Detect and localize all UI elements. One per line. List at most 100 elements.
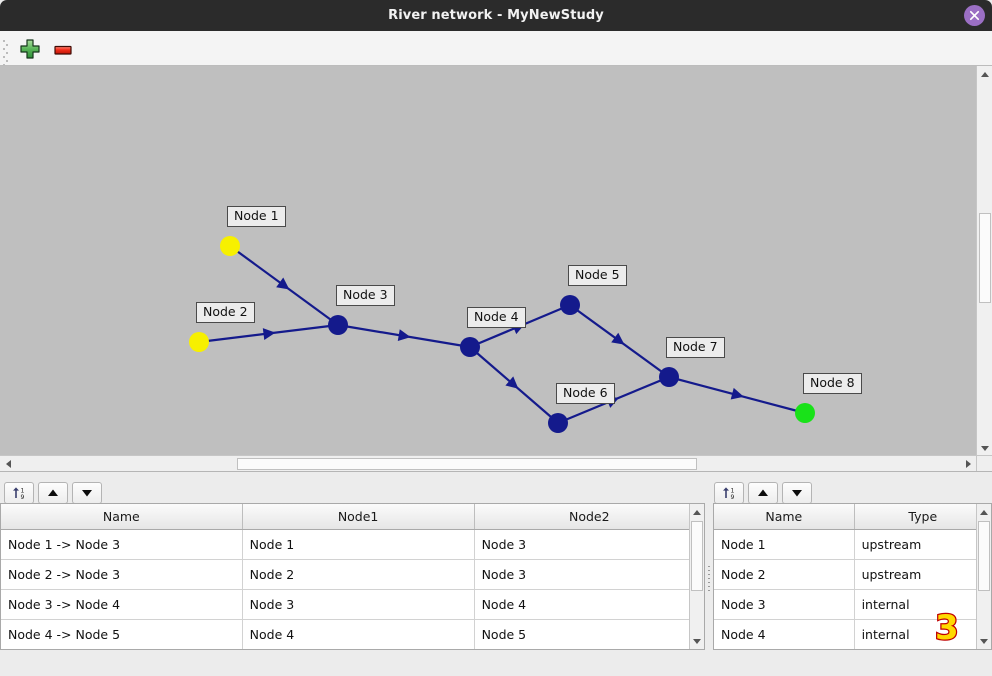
network-graph-canvas[interactable]: Node 1 Node 2 Node 3 Node 4 Node 5 Node 6 Node…: [0, 66, 976, 452]
graph-node[interactable]: [560, 295, 580, 315]
graph-node[interactable]: [220, 236, 240, 256]
splitter-grip: [481, 475, 511, 490]
table-cell[interactable]: Node 3: [474, 559, 704, 590]
column-header-node1[interactable]: Node1: [242, 504, 475, 530]
add-node-icon[interactable]: [17, 36, 43, 62]
table-cell[interactable]: Node 5: [474, 619, 704, 649]
table-cell[interactable]: internal: [854, 619, 991, 649]
graph-node-label[interactable]: Node 3: [336, 285, 395, 306]
table-row[interactable]: [714, 650, 991, 651]
move-down-icon[interactable]: [72, 482, 102, 504]
graph-node-label[interactable]: Node 4: [467, 307, 526, 328]
graph-node[interactable]: [659, 367, 679, 387]
graph-edge-arrow: [611, 332, 625, 345]
svg-text:9: 9: [731, 494, 735, 501]
graph-horizontal-scrollbar[interactable]: [0, 455, 976, 471]
graph-node[interactable]: [328, 315, 348, 335]
table-cell[interactable]: Node 4: [242, 619, 475, 649]
move-up-icon[interactable]: [38, 482, 68, 504]
reaches-vscroll-thumb[interactable]: [691, 521, 703, 591]
main-toolbar: [0, 31, 992, 70]
graph-node-label[interactable]: Node 2: [196, 302, 255, 323]
table-row[interactable]: [1, 650, 704, 651]
move-up-icon[interactable]: [748, 482, 778, 504]
graph-node-label[interactable]: Node 5: [568, 265, 627, 286]
sort-icon[interactable]: 1 9: [4, 482, 34, 504]
reaches-scroll-down-arrow[interactable]: [689, 633, 705, 649]
graph-vscroll-thumb[interactable]: [979, 213, 991, 303]
table-cell[interactable]: Node 3: [714, 589, 855, 620]
network-graph-svg: [189, 236, 815, 433]
graph-edge-arrow: [262, 328, 276, 341]
vertical-splitter[interactable]: [705, 480, 713, 676]
table-cell[interactable]: Node 3 -> Node 4: [1, 589, 243, 620]
graph-node[interactable]: [548, 413, 568, 433]
close-icon[interactable]: [964, 5, 985, 26]
table-cell[interactable]: Node 4: [474, 589, 704, 620]
reaches-scroll-up-arrow[interactable]: [689, 504, 705, 520]
graph-node[interactable]: [189, 332, 209, 352]
graph-node[interactable]: [795, 403, 815, 423]
table-cell[interactable]: Node 1 -> Node 3: [1, 529, 243, 560]
table-cell[interactable]: Node 4 -> Node 5: [1, 619, 243, 649]
reaches-vertical-scrollbar[interactable]: [689, 504, 704, 649]
table-cell[interactable]: [1, 650, 242, 651]
toolbar-drag-handle[interactable]: [3, 38, 8, 70]
column-header-name[interactable]: Name: [1, 504, 243, 530]
table-cell[interactable]: Node 2: [242, 559, 475, 590]
horizontal-splitter[interactable]: [0, 472, 992, 490]
table-cell[interactable]: Node 3: [474, 529, 704, 560]
table-cell[interactable]: [474, 650, 704, 651]
graph-edge-arrow: [397, 329, 411, 342]
graph-node-label[interactable]: Node 1: [227, 206, 286, 227]
table-cell[interactable]: Node 2 -> Node 3: [1, 559, 243, 590]
table-cell[interactable]: [714, 650, 854, 651]
delete-node-icon[interactable]: [50, 36, 76, 62]
nodes-scroll-up-arrow[interactable]: [976, 504, 992, 520]
title-bar: River network - MyNewStudy: [0, 0, 992, 31]
scroll-up-arrow[interactable]: [977, 66, 992, 82]
scroll-right-arrow[interactable]: [960, 456, 976, 472]
network-graph-panel: Node 1 Node 2 Node 3 Node 4 Node 5 Node 6 Node…: [0, 66, 992, 472]
graph-node-label[interactable]: Node 6: [556, 383, 615, 404]
table-cell[interactable]: [854, 650, 991, 651]
graph-node[interactable]: [460, 337, 480, 357]
table-cell[interactable]: Node 2: [714, 559, 855, 590]
graph-node-label[interactable]: Node 8: [803, 373, 862, 394]
graph-vertical-scrollbar[interactable]: [976, 66, 992, 456]
table-cell[interactable]: [242, 650, 474, 651]
column-header-type[interactable]: Type: [854, 504, 991, 530]
nodes-scroll-down-arrow[interactable]: [976, 633, 992, 649]
graph-hscroll-thumb[interactable]: [237, 458, 697, 470]
column-header-name[interactable]: Name: [714, 504, 855, 530]
table-cell[interactable]: Node 1: [242, 529, 475, 560]
column-header-node2[interactable]: Node2: [474, 504, 704, 530]
table-cell[interactable]: Node 1: [714, 529, 855, 560]
move-down-icon[interactable]: [782, 482, 812, 504]
reaches-table-panel: 1 9 Name Node1 Node2: [0, 480, 705, 676]
nodes-vscroll-thumb[interactable]: [978, 521, 990, 591]
nodes-vertical-scrollbar[interactable]: [976, 504, 991, 649]
sort-icon[interactable]: 1 9: [714, 482, 744, 504]
scrollbar-corner: [976, 455, 992, 471]
scroll-left-arrow[interactable]: [0, 456, 16, 472]
scroll-down-arrow[interactable]: [977, 440, 992, 456]
table-cell[interactable]: internal: [854, 589, 991, 620]
nodes-header-row: Name Type: [714, 504, 991, 530]
table-cell[interactable]: Node 4: [714, 619, 855, 649]
table-cell[interactable]: upstream: [854, 559, 991, 590]
table-cell[interactable]: upstream: [854, 529, 991, 560]
table-cell[interactable]: Node 3: [242, 589, 475, 620]
graph-node-label[interactable]: Node 7: [666, 337, 725, 358]
